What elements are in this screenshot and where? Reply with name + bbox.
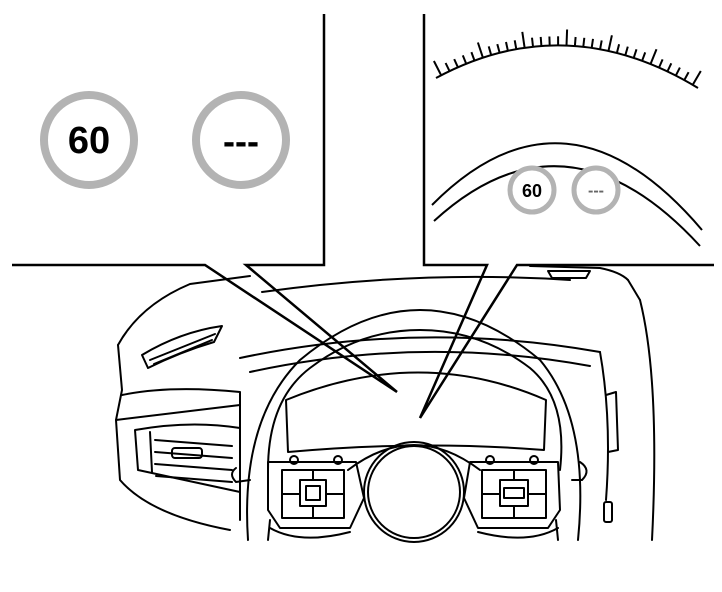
- left-center-vent: [134, 423, 241, 493]
- dash-cluster-hood: [239, 336, 601, 359]
- left-callout-panel: 60 ---: [40, 91, 290, 189]
- lower-steering-rim-left: [267, 519, 271, 541]
- gauge-tick: [513, 40, 518, 50]
- steering-wheel-inner-rim: [267, 329, 563, 471]
- display-no-limit-sign: ---: [571, 165, 621, 215]
- gauge-tick: [590, 38, 594, 48]
- steering-wheel-outer-rim: [246, 309, 582, 541]
- display-outer-arc: [431, 142, 703, 231]
- left-upper-vent-slat-2: [153, 339, 213, 365]
- display-inner-arc: [433, 165, 701, 247]
- right-door-line: [639, 299, 656, 541]
- gauge-tick: [444, 62, 451, 72]
- gauge-tick: [674, 67, 681, 77]
- display-no-limit-value: ---: [588, 183, 604, 200]
- left-stalk: [231, 467, 251, 483]
- speed-limit-value: 60: [68, 120, 110, 162]
- gauge-tick: [624, 46, 629, 56]
- gauge-tick: [573, 36, 577, 47]
- right-spoke-switches: [463, 455, 561, 539]
- gauge-tick: [470, 51, 476, 61]
- gauge-tick: [582, 37, 586, 47]
- gauge-tick: [615, 43, 621, 54]
- speed-limit-sign-60: 60: [40, 91, 138, 189]
- gauge-tick: [565, 29, 569, 46]
- left-upper-vent-slat-1: [149, 333, 216, 361]
- defrost-vent: [547, 270, 591, 279]
- dash-right-edge: [627, 279, 641, 301]
- left-callout-pointer: [12, 14, 398, 394]
- dash-cluster-hood-lower: [249, 350, 591, 373]
- instrument-cluster-screen: [285, 371, 547, 453]
- no-limit-value: ---: [223, 121, 259, 162]
- callout-frame: [12, 14, 714, 419]
- right-side-panel: [605, 391, 619, 453]
- left-dash-lower: [115, 404, 241, 421]
- gauge-tick: [453, 58, 459, 68]
- gauge-tick: [691, 70, 702, 86]
- gauge-tick: [658, 58, 664, 69]
- dash-right-panel: [599, 351, 609, 501]
- gauge-tick: [433, 60, 443, 76]
- dash-top-contour: [117, 275, 251, 346]
- bottom-whitespace: [0, 543, 722, 592]
- left-dash-body: [115, 344, 231, 531]
- left-dash-panel: [121, 388, 241, 521]
- gauge-tick: [476, 42, 484, 59]
- gauge-tick: [496, 43, 501, 54]
- dash-hood-line: [261, 275, 571, 293]
- gauge-tick: [683, 71, 690, 81]
- display-speed-limit-value: 60: [522, 181, 542, 201]
- right-callout-pointer: [418, 14, 714, 419]
- gauge-tick: [487, 46, 493, 56]
- gauge-tick: [505, 41, 509, 52]
- gauge-tick: [649, 48, 658, 65]
- left-spoke-switches: [267, 455, 365, 539]
- gauge-tick: [632, 48, 638, 59]
- dashboard-line-art: [115, 265, 656, 543]
- lower-steering-rim-right: [555, 519, 559, 541]
- gauge-tick: [539, 36, 543, 46]
- hub-surround: [347, 444, 481, 471]
- gauge-tick: [461, 55, 468, 65]
- gauge-tick: [666, 62, 673, 72]
- display-speed-limit-sign-60: 60: [507, 165, 557, 215]
- gauge-tick: [599, 40, 603, 50]
- right-side-button: [603, 501, 613, 523]
- gauge-scale-arc: [435, 44, 699, 89]
- gauge-tick-marks: [433, 29, 702, 86]
- gauge-tick: [607, 35, 613, 52]
- gauge-tick: [521, 31, 526, 48]
- steering-wheel-hub: [363, 441, 465, 543]
- steering-wheel-hub-inner: [367, 445, 461, 539]
- dash-top-right: [529, 265, 629, 281]
- gauge-tick: [641, 52, 647, 62]
- right-stalk: [571, 461, 588, 481]
- no-limit-sign: ---: [192, 91, 290, 189]
- gauge-tick: [531, 37, 534, 47]
- right-callout-panel: 60 ---: [431, 29, 703, 247]
